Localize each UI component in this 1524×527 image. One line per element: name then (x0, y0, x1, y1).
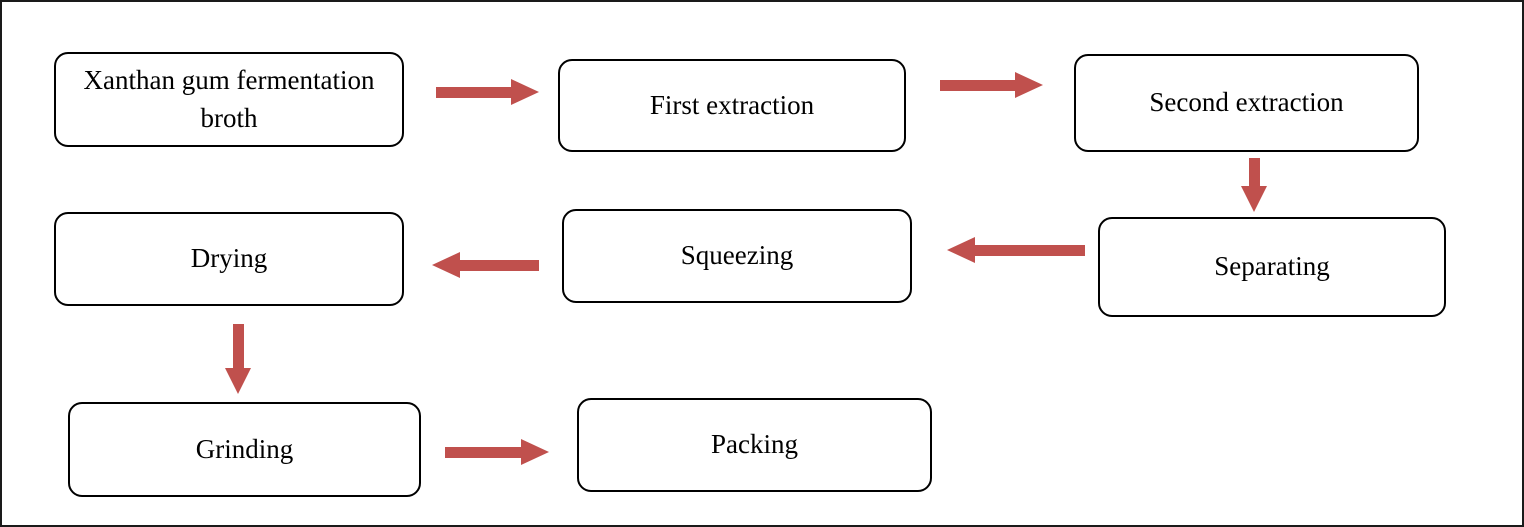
node-label: Drying (190, 243, 268, 274)
arrow-shaft (436, 86, 511, 98)
node-xanthan-gum-fermentation-broth: Xanthan gum fermentation broth (54, 52, 404, 147)
arrow-squeezing-to-drying-icon (432, 252, 539, 278)
node-first-extraction: First extraction (558, 59, 906, 152)
arrow-shaft (445, 446, 521, 458)
arrow-head (947, 237, 975, 263)
arrow-shaft (460, 259, 539, 271)
arrow-drying-to-grinding-icon (225, 324, 251, 394)
node-squeezing: Squeezing (562, 209, 912, 303)
arrow-second-extraction-to-separating-icon (1241, 158, 1267, 212)
arrow-shaft (232, 324, 244, 368)
arrow-head (1241, 186, 1267, 212)
arrow-head (511, 79, 539, 105)
arrow-shaft (940, 79, 1015, 91)
node-label: Squeezing (680, 240, 794, 271)
arrow-separating-to-squeezing-icon (947, 237, 1085, 263)
node-second-extraction: Second extraction (1074, 54, 1419, 152)
node-label: Packing (711, 429, 798, 460)
arrow-first-to-second-extraction-icon (940, 72, 1043, 98)
arrow-grinding-to-packing-icon (445, 439, 549, 465)
node-grinding: Grinding (68, 402, 421, 497)
arrow-head (1015, 72, 1043, 98)
node-drying: Drying (54, 212, 404, 306)
node-label: Separating (1214, 251, 1330, 282)
arrow-broth-to-first-extraction-icon (436, 79, 539, 105)
node-label: Grinding (195, 433, 294, 464)
node-label: Xanthan gum fermentation broth (83, 64, 375, 133)
node-label: Second extraction (1149, 87, 1344, 118)
arrow-head (432, 252, 460, 278)
arrow-shaft (1248, 158, 1260, 186)
node-separating: Separating (1098, 217, 1446, 317)
arrow-head (225, 368, 251, 394)
arrow-head (521, 439, 549, 465)
node-label: First extraction (649, 89, 815, 120)
arrow-shaft (975, 244, 1085, 256)
node-packing: Packing (577, 398, 932, 492)
